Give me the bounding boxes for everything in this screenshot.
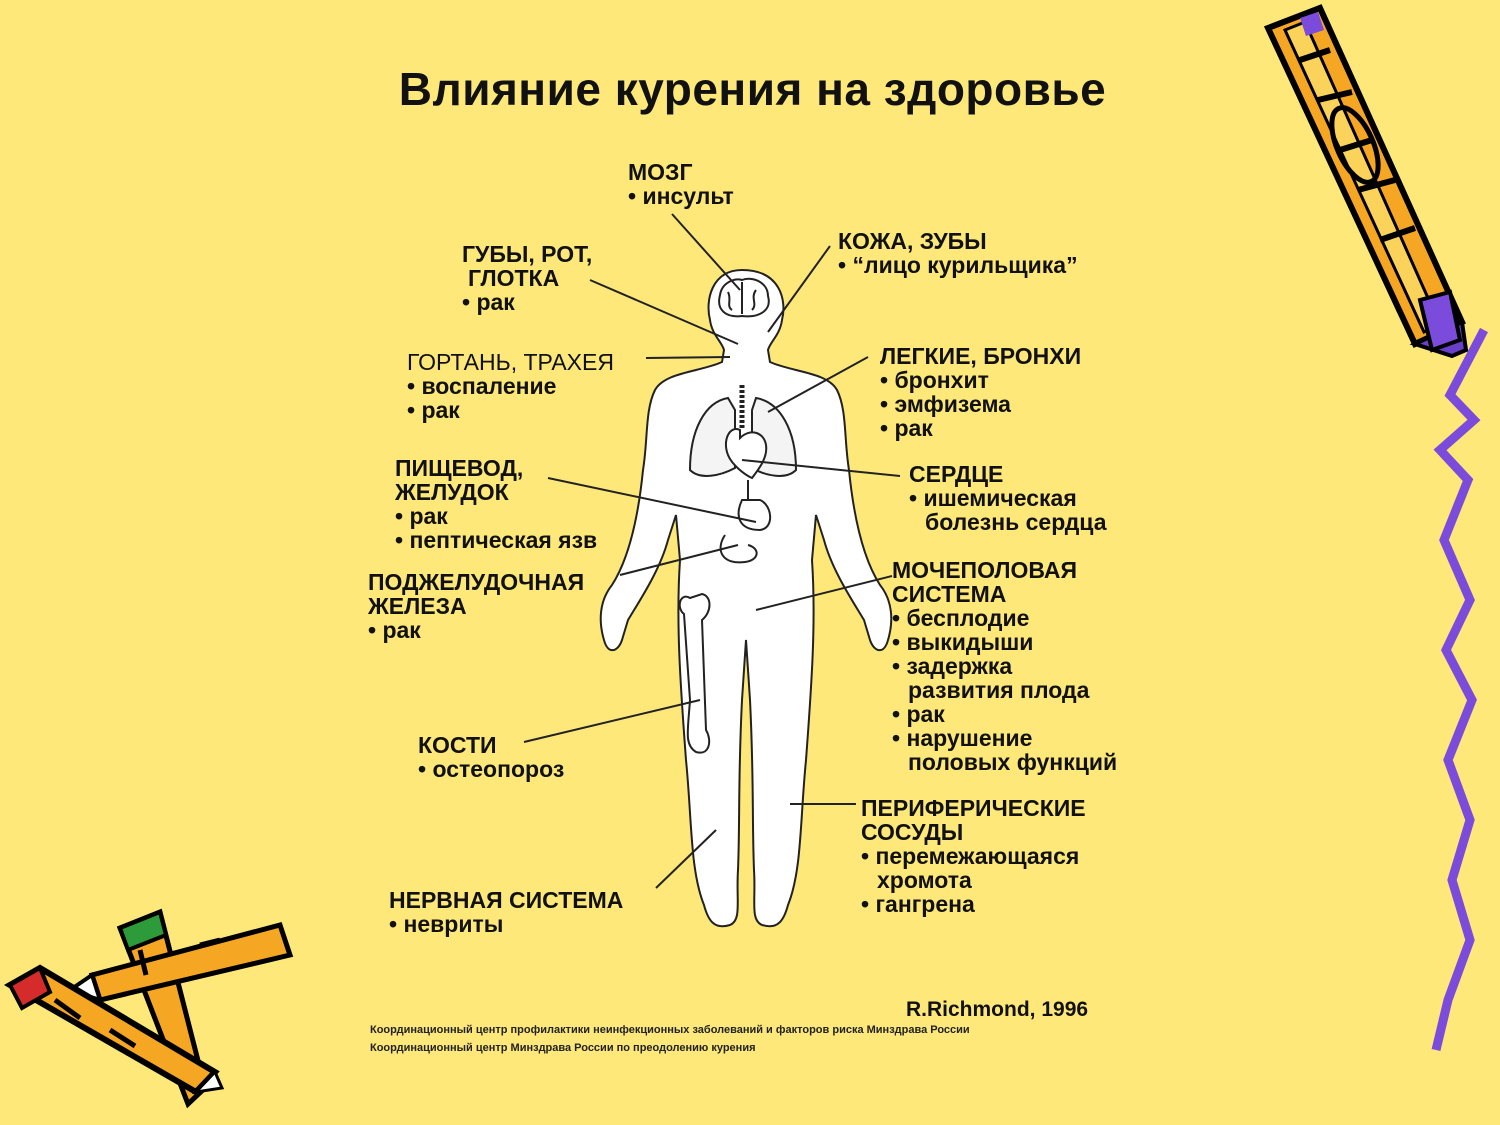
label-item: рак xyxy=(407,398,614,422)
footer-line-2: Координационный центр Минздрава России п… xyxy=(370,1042,756,1054)
label-heading: НЕРВНАЯ СИСТЕМА xyxy=(389,887,624,913)
label-lungs: ЛЕГКИЕ, БРОНХИ бронхит эмфизема рак xyxy=(880,344,1081,440)
label-item: инсульт xyxy=(628,184,733,208)
label-heading: СЕРДЦЕ xyxy=(909,461,1004,487)
label-item: нарушение xyxy=(892,726,1117,750)
label-item: рак xyxy=(892,702,1117,726)
label-item-continued: половых функций xyxy=(908,749,1118,775)
label-peripheral-vessels: ПЕРИФЕРИЧЕСКИЕ СОСУДЫ перемежающаяся хро… xyxy=(861,796,1086,916)
label-heading: КОСТИ xyxy=(418,732,497,758)
label-heading: ГЛОТКА xyxy=(468,265,560,291)
label-item: пептическая язв xyxy=(395,528,597,552)
label-heading: ГОРТАНЬ, ТРАХЕЯ xyxy=(407,349,614,375)
label-bones: КОСТИ остеопороз xyxy=(418,733,564,781)
label-lips-mouth: ГУБЫ, РОТ, ГЛОТКА рак xyxy=(462,242,592,314)
label-nervous-system: НЕРВНАЯ СИСТЕМА невриты xyxy=(389,888,623,936)
label-heading: ПИЩЕВОД, xyxy=(395,455,524,481)
label-heading: МОЧЕПОЛОВАЯ xyxy=(892,557,1078,583)
label-item: рак xyxy=(395,504,597,528)
label-item-continued: хромота xyxy=(877,867,972,893)
label-item: гангрена xyxy=(861,892,1086,916)
label-item: рак xyxy=(880,416,1081,440)
label-esophagus: ПИЩЕВОД, ЖЕЛУДОК рак пептическая язв xyxy=(395,456,597,552)
purple-zigzag-ribbon xyxy=(1431,327,1488,1052)
label-item: невриты xyxy=(389,912,623,936)
footer-line-1: Координационный центр профилактики неинф… xyxy=(370,1024,970,1036)
label-item: бесплодие xyxy=(892,606,1117,630)
label-item: бронхит xyxy=(880,368,1081,392)
label-item: выкидыши xyxy=(892,630,1117,654)
label-heading: ЛЕГКИЕ, БРОНХИ xyxy=(880,343,1082,369)
label-item: ишемическая xyxy=(909,486,1107,510)
label-item: рак xyxy=(368,618,584,642)
pointer-lines xyxy=(523,213,901,889)
label-item: остеопороз xyxy=(418,757,564,781)
label-item-continued: развития плода xyxy=(908,677,1090,703)
label-item-continued: болезнь сердца xyxy=(925,509,1107,535)
label-item: “лицо курильщика” xyxy=(838,253,1077,277)
label-heading: КОЖА, ЗУБЫ xyxy=(838,228,987,254)
label-heading: СИСТЕМА xyxy=(892,581,1007,607)
label-item: воспаление xyxy=(407,374,614,398)
label-heading: ЖЕЛУДОК xyxy=(395,479,509,505)
label-urogenital: МОЧЕПОЛОВАЯ СИСТЕМА бесплодие выкидыши з… xyxy=(892,558,1117,774)
label-heading: ЖЕЛЕЗА xyxy=(368,593,467,619)
label-heading: СОСУДЫ xyxy=(861,819,964,845)
label-item: рак xyxy=(462,290,592,314)
label-heart: СЕРДЦЕ ишемическая болезнь сердца xyxy=(909,462,1107,534)
label-item: эмфизема xyxy=(880,392,1081,416)
source-credit: R.Richmond, 1996 xyxy=(906,998,1089,1021)
label-heading: ПОДЖЕЛУДОЧНАЯ xyxy=(368,569,585,595)
label-heading: ГУБЫ, РОТ, xyxy=(462,241,593,267)
label-heading: МОЗГ xyxy=(628,159,693,185)
page-title: Влияние курения на здоровье xyxy=(398,63,1107,115)
label-larynx: ГОРТАНЬ, ТРАХЕЯ воспаление рак xyxy=(407,350,614,422)
label-item: задержка xyxy=(892,654,1117,678)
label-item: перемежающаяся xyxy=(861,844,1086,868)
label-brain: МОЗГ инсульт xyxy=(628,160,734,208)
label-pancreas: ПОДЖЕЛУДОЧНАЯ ЖЕЛЕЗА рак xyxy=(368,570,584,642)
pencil-icon xyxy=(1263,4,1469,359)
label-heading: ПЕРИФЕРИЧЕСКИЕ xyxy=(861,795,1086,821)
label-skin-teeth: КОЖА, ЗУБЫ “лицо курильщика” xyxy=(838,229,1078,277)
crossed-pencils-icon xyxy=(3,908,294,1109)
